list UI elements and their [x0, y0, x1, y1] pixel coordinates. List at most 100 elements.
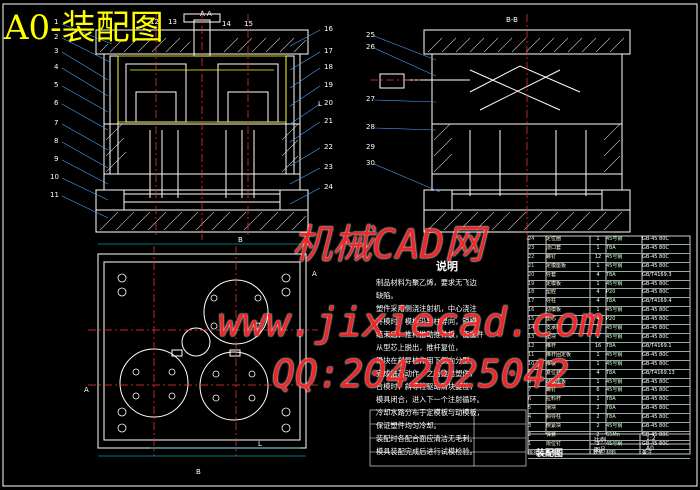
parts-list-cell-no: 1 — [528, 440, 532, 447]
parts-list-cell-qty: 2 — [596, 431, 600, 438]
callout-number: 14 — [222, 20, 231, 28]
parts-list-cell-no: 3 — [528, 423, 532, 430]
callout-number: 16 — [324, 25, 333, 33]
parts-list-cell-qty: 数量 — [592, 449, 603, 456]
note-line: 缺陷。 — [376, 291, 398, 300]
parts-list-cell-name: 型腔 — [546, 289, 557, 296]
parts-list-cell-name: 名称 — [546, 449, 557, 456]
watermark-site-name: 机械CAD网 — [292, 222, 485, 268]
parts-list-cell-name: 定模板 — [546, 280, 562, 287]
parts-list-cell-std: 45号钢 — [606, 307, 623, 314]
parts-list-cell-name: 动模座板 — [546, 378, 567, 385]
parts-list-cell-name: 型芯 — [546, 316, 557, 323]
parts-list-cell-name: 弹簧 — [546, 431, 557, 438]
parts-list-cell-qty: 1 — [596, 396, 600, 403]
parts-list-cell-qty: 4 — [596, 316, 600, 323]
parts-list-cell-no: 17 — [528, 298, 535, 305]
parts-list-cell-note: GB-45 80C — [642, 396, 669, 403]
parts-list-cell-name: 定模座板 — [546, 262, 567, 269]
callout-number: 15 — [244, 20, 253, 28]
parts-list-cell-note: GB-45 80C — [642, 440, 669, 447]
parts-list-cell-std: 45号钢 — [606, 440, 623, 447]
parts-list-cell-qty: 6 — [596, 387, 600, 394]
parts-list-cell-note: GB-45 80C — [642, 244, 669, 251]
parts-list-cell-name: 导套 — [546, 271, 557, 278]
parts-list-cell-no: 23 — [528, 244, 535, 251]
callout-number: 2 — [54, 33, 59, 41]
callout-number: 24 — [324, 183, 333, 191]
section-b-hatch — [427, 37, 625, 231]
parts-list-cell-name: 螺钉 — [546, 387, 557, 394]
note-line: 滑块在斜导柱作用下侧向分型， — [376, 356, 477, 365]
title-block: 比例 1:2 图号 A0 — [528, 434, 690, 454]
callout-number: 27 — [366, 95, 375, 103]
parts-list-cell-note: GB-45 80C — [642, 325, 669, 332]
parts-list-cell-std: 65Mn — [606, 431, 620, 438]
note-line: 制品材料为聚乙烯，要求无飞边 — [376, 278, 477, 287]
parts-list-cell-no: 10 — [528, 360, 535, 367]
parts-list-cell-qty: 2 — [596, 414, 600, 421]
callout-number: 21 — [324, 117, 333, 125]
callout-number: 23 — [324, 163, 333, 171]
parts-list-cell-name: 动模板 — [546, 307, 562, 314]
parts-list-cell-qty: 1 — [596, 236, 600, 242]
callout-number: 1 — [54, 18, 59, 26]
watermark-url: www.jixiecad.com — [218, 300, 604, 346]
parts-list-cell-no: 19 — [528, 280, 535, 287]
technical-notes: 制品材料为聚乙烯，要求无飞边 缺陷。 塑件采用侧浇注射机，中心浇注 开模时，模板… — [376, 276, 526, 458]
parts-list-cell-qty: 1 — [596, 378, 600, 385]
parts-list-cell-name: 复位杆 — [546, 369, 562, 376]
parts-list-cell-qty: 1 — [596, 360, 600, 367]
callout-number: 19 — [324, 81, 333, 89]
parts-list-cell-note: GB/T4169.4 — [642, 298, 672, 305]
callout-number: 29 — [366, 143, 375, 151]
parts-list-cell-qty: 1 — [596, 262, 600, 269]
drawing-title: A0-装配图 — [4, 8, 164, 48]
parts-list-cell-std: T8A — [606, 271, 616, 278]
section-a-label: A-A — [200, 10, 212, 18]
parts-list-cell-name: 滑块 — [546, 405, 557, 412]
parts-list-cell-qty: 1 — [596, 351, 600, 358]
parts-list-cell-qty: 2 — [596, 405, 600, 412]
parts-list-cell-note: GB-45 80C — [642, 431, 669, 438]
callout-number: 4 — [54, 63, 59, 71]
parts-list-cell-qty: 4 — [596, 298, 600, 305]
parts-list-cell-name: 楔紧块 — [546, 423, 562, 430]
parts-list-cell-std: 45号钢 — [606, 280, 623, 287]
note-line: 模具装配完成后进行试模检验。 — [376, 447, 477, 456]
parts-list-cell-note: GB-45 80C — [642, 253, 669, 260]
callout-number: 20 — [324, 99, 333, 107]
parts-list-cell-no: 18 — [528, 289, 535, 296]
section-b-label: B-B — [506, 16, 518, 24]
parts-list-cell-no: 12 — [528, 342, 535, 349]
plan-label-l-side: L — [318, 100, 322, 108]
callout-number: 12 — [150, 18, 159, 26]
note-line: 装配时各配合面应清洁无毛刺。 — [376, 434, 477, 443]
parts-list-cell-note: GB-45 80C — [642, 360, 669, 367]
parts-list-cell-no: 4 — [528, 414, 532, 421]
callout-number: 9 — [54, 155, 59, 163]
parts-list-cell-note: GB-45 80C — [642, 351, 669, 358]
parts-list-cell-qty: 4 — [596, 369, 600, 376]
section-b-axes — [370, 14, 528, 240]
parts-list-cell-std: 45号钢 — [606, 325, 623, 332]
callout-number: 3 — [54, 47, 59, 55]
parts-list-cell-note: GB/T4169.3 — [642, 271, 672, 278]
parts-list-cell-std: 45号钢 — [606, 253, 623, 260]
parts-list-cell-std: 材料 — [606, 449, 617, 456]
parts-list-cell-note: 备注 — [642, 449, 653, 456]
parts-list-cell-std: 45号钢 — [606, 262, 623, 269]
